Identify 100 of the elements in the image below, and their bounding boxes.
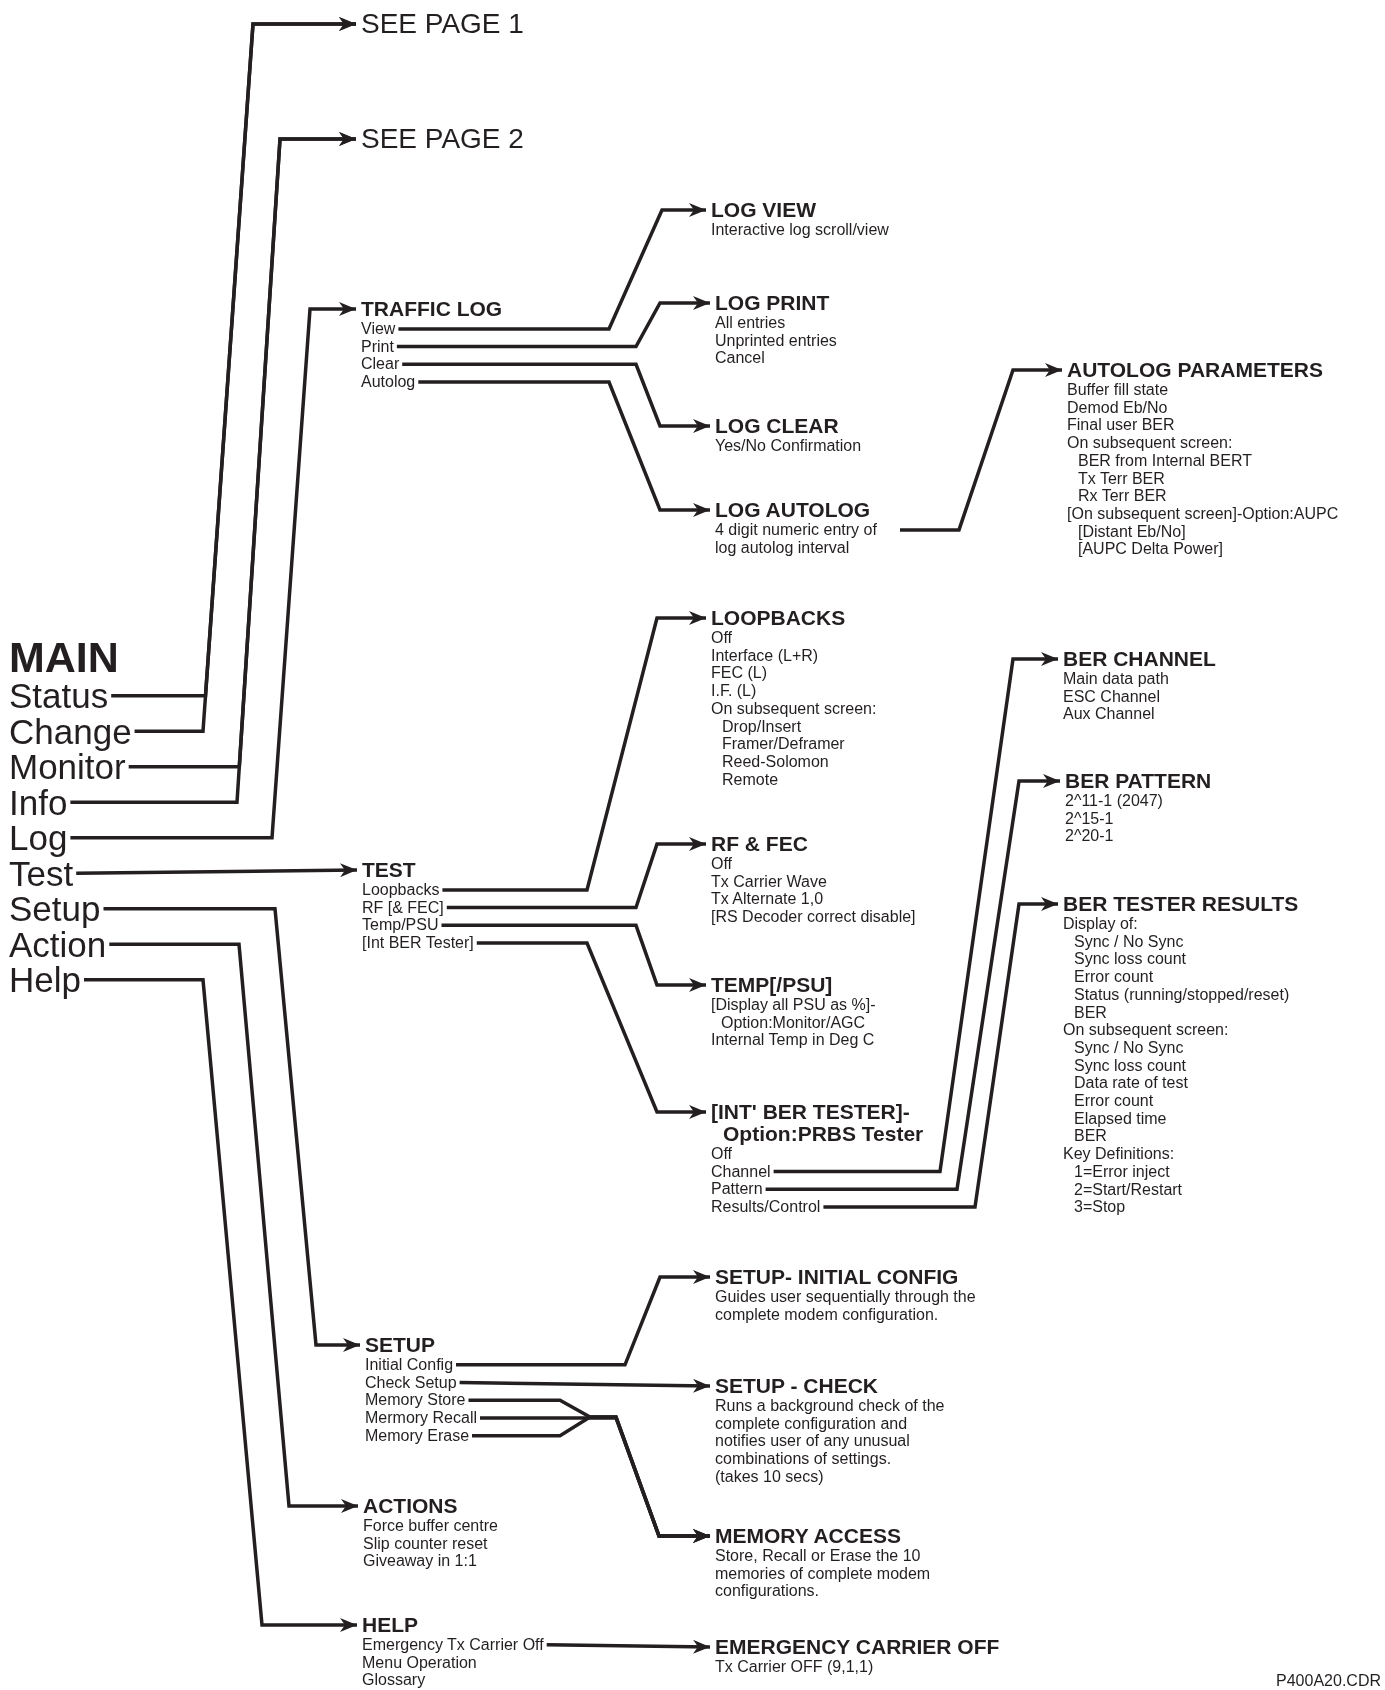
- menu-item: [Int BER Tester]: [362, 934, 474, 952]
- menu-text: Reed-Solomon: [721, 752, 830, 771]
- menu-text: Main data path: [1063, 670, 1170, 688]
- menu-text: Tx Carrier OFF (9,1,1): [715, 1658, 875, 1676]
- menu-text: [AUPC Delta Power]: [1077, 540, 1224, 559]
- menu-item: Change: [9, 713, 132, 749]
- menu-text: Framer/Deframer: [721, 735, 846, 753]
- menu-text: BER: [1073, 1127, 1108, 1146]
- menu-item: Temp/PSU: [362, 916, 439, 935]
- menu-text: Sync / No Sync: [1073, 1038, 1185, 1057]
- arrow: [70, 302, 356, 840]
- menu-text: Yes/No Confirmation: [715, 437, 862, 455]
- menu-item: Results/Control: [711, 1198, 821, 1216]
- menu-text: On subsequent screen:: [1063, 1021, 1230, 1039]
- menu-item: View: [361, 320, 396, 338]
- menu-title: LOG CLEAR: [715, 415, 840, 437]
- arrow: [84, 978, 357, 1632]
- menu-title: LOG VIEW: [711, 199, 817, 221]
- menu-item: Pattern: [711, 1180, 763, 1199]
- menu-title: MAIN: [9, 636, 120, 678]
- menu-title: BER PATTERN: [1065, 770, 1212, 792]
- arrow: [459, 1378, 711, 1393]
- menu-text: 2^15-1: [1065, 809, 1115, 828]
- arrow: [823, 897, 1058, 1209]
- menu-text: Tx Alternate 1,0: [711, 890, 825, 909]
- description-text: Runs a background check of the complete configuration and notifies user of any unusual combinations of settings.: [715, 1397, 946, 1468]
- menu-text: All entries: [715, 314, 787, 332]
- menu-title: LOG AUTOLOG: [715, 499, 872, 521]
- menu-text: On subsequent screen:: [711, 699, 877, 718]
- menu-title: TEST: [362, 859, 417, 881]
- menu-title: LOOPBACKS: [711, 607, 847, 629]
- menu-title: HELP: [362, 1614, 419, 1636]
- menu-text: Internal Temp in Deg C: [711, 1031, 876, 1050]
- description-text: 4 digit numeric entry of log autolog interval: [715, 521, 878, 557]
- menu-item: Print: [361, 337, 394, 356]
- menu-text: Error count: [1073, 968, 1155, 986]
- menu-item: Check Setup: [365, 1373, 457, 1392]
- menu-text: 2^11-1 (2047): [1065, 792, 1164, 810]
- menu-item: Mermory Recall: [365, 1409, 477, 1427]
- menu-item: RF [& FEC]: [362, 898, 444, 917]
- menu-title: TRAFFIC LOG: [361, 298, 503, 320]
- menu-title: [INT' BER TESTER]- Option:PRBS Tester: [711, 1101, 925, 1145]
- menu-item: Memory Store: [365, 1391, 466, 1410]
- file-name: P400A20.CDR: [1276, 1672, 1381, 1690]
- menu-title: MEMORY ACCESS: [715, 1525, 902, 1547]
- menu-text: I.F. (L): [711, 682, 758, 700]
- menu-text: Aux Channel: [1063, 705, 1156, 724]
- menu-text: Force buffer centre: [363, 1517, 498, 1535]
- menu-title: LOG PRINT: [715, 292, 831, 314]
- menu-text: On subsequent screen:: [1067, 434, 1234, 452]
- menu-text: Buffer fill state: [1067, 381, 1170, 399]
- arrow: [446, 837, 706, 910]
- arrow: [476, 941, 706, 1119]
- menu-title: BER CHANNEL: [1063, 648, 1216, 670]
- menu-text: Sync loss count: [1073, 1056, 1188, 1075]
- menu-item: Clear: [361, 355, 400, 374]
- menu-title: EMERGENCY CARRIER OFF: [715, 1636, 1000, 1658]
- menu-item: Status: [9, 678, 109, 714]
- menu-title: BER TESTER RESULTS: [1063, 893, 1299, 915]
- arrow: [456, 1270, 710, 1367]
- menu-item: Help: [9, 962, 81, 998]
- menu-text: Off: [711, 855, 734, 873]
- description-text: [Display all PSU as %]- Option:Monitor/AGC: [711, 996, 877, 1032]
- menu-text: 1=Error inject: [1073, 1162, 1171, 1181]
- menu-item: Autolog: [361, 373, 416, 391]
- menu-text: [On subsequent screen]-Option:AUPC: [1067, 504, 1339, 523]
- description-text: Store, Recall or Erase the 10 memories of complete modem configurations.: [715, 1547, 932, 1601]
- arrow: [441, 923, 706, 992]
- menu-text: Slip counter reset: [363, 1534, 489, 1553]
- menu-text: [RS Decoder correct disable]: [711, 908, 916, 926]
- menu-title: TEMP[/PSU]: [711, 974, 834, 996]
- menu-item: Channel: [711, 1162, 771, 1181]
- menu-text: Giveaway in 1:1: [363, 1552, 478, 1571]
- menu-text: Error count: [1073, 1092, 1155, 1110]
- menu-text: Elapsed time: [1073, 1109, 1168, 1128]
- menu-title: SETUP - CHECK: [715, 1375, 879, 1397]
- menu-text: BER: [1073, 1003, 1108, 1022]
- arrow: [546, 1639, 711, 1654]
- menu-text: Off: [711, 629, 734, 647]
- menu-text: Remote: [721, 770, 780, 789]
- arrow: [398, 203, 706, 331]
- menu-text: 2^20-1: [1065, 827, 1115, 846]
- menu-item: Log: [9, 820, 68, 856]
- menu-title: SETUP- INITIAL CONFIG: [715, 1266, 960, 1288]
- menu-item: Off: [711, 1145, 733, 1163]
- menu-text: Unprinted entries: [715, 331, 837, 350]
- menu-text: Final user BER: [1067, 416, 1176, 435]
- menu-title: RF & FEC: [711, 833, 809, 855]
- menu-text: [Distant Eb/No]: [1077, 522, 1187, 541]
- menu-text: Sync loss count: [1073, 950, 1188, 969]
- menu-text: Key Definitions:: [1063, 1145, 1176, 1163]
- arrow: [109, 942, 358, 1513]
- menu-text: Sync / No Sync: [1073, 932, 1185, 951]
- menu-item: Menu Operation: [362, 1653, 477, 1672]
- arrow: [900, 363, 1062, 532]
- menu-item: Info: [9, 784, 68, 820]
- menu-text: Interface (L+R): [711, 646, 820, 665]
- page-reference: SEE PAGE 2: [361, 123, 524, 155]
- menu-title: SETUP: [365, 1334, 436, 1356]
- page-reference: SEE PAGE 1: [361, 8, 524, 40]
